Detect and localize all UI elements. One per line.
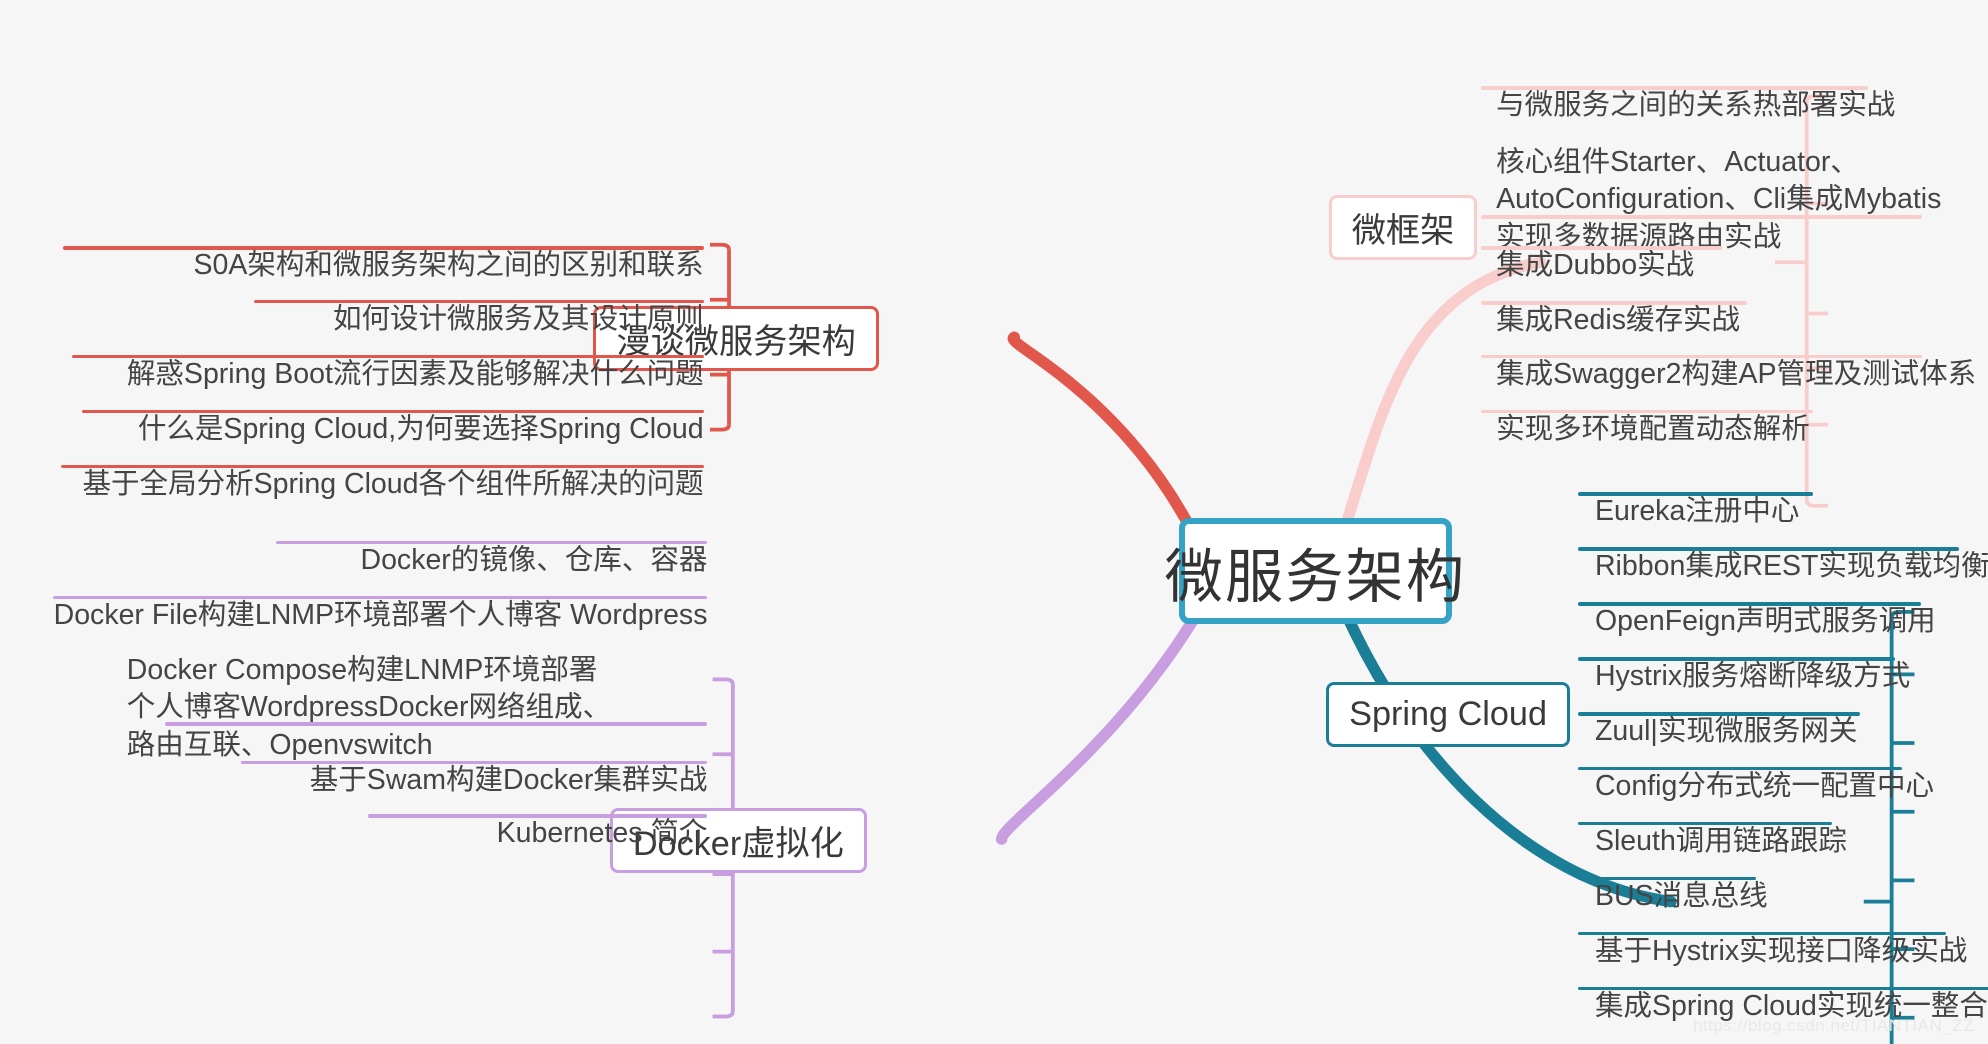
leaf-text: Docker Compose构建LNMP环境部署 个人博客WordpressDo… [126, 653, 612, 761]
leaf-text: Kubernetes 简介 [496, 817, 708, 850]
leaf-text: 与微服务之间的关系热部署实战 [1496, 89, 1896, 122]
leaf-underline [1578, 601, 1921, 606]
leaf-text: Eureka注册中心 [1594, 495, 1800, 528]
leaf-text: Docker的镜像、仓库、容器 [360, 543, 708, 576]
leaf-label[interactable]: S0A架构和微服务架构之间的区别和联系 [51, 210, 704, 288]
leaf-underline [1578, 492, 1814, 496]
leaf-underline [253, 299, 704, 304]
leaf-underline [1578, 821, 1833, 826]
branch-node-weikuangjia[interactable]: 微框架 [1328, 194, 1478, 260]
branch-label: Docker虚拟化 [632, 825, 844, 864]
leaf-underline [1578, 931, 1947, 936]
leaf-label[interactable]: 基于Swam构建Docker集群实战 [51, 724, 708, 802]
leaf-text: 集成Swagger2构建AP管理及测试体系 [1496, 357, 1977, 390]
root-node-label: 微服务架构 [1164, 544, 1467, 610]
leaf-underline [276, 540, 708, 545]
leaf-label[interactable]: Config分布式统一配置中心 [1595, 731, 1988, 809]
leaf-text: 集成Dubbo实战 [1496, 249, 1695, 282]
leaf-label[interactable]: OpenFeign声明式服务调用 [1595, 566, 1988, 644]
leaf-text: 实现多环境配置动态解析 [1496, 412, 1810, 445]
leaf-underline [60, 464, 704, 469]
leaf-underline [1578, 546, 1959, 551]
leaf-label[interactable]: 集成Swagger2构建AP管理及测试体系 [1496, 318, 1988, 396]
leaf-text: 基于全局分析Spring Cloud各个组件所解决的问题 [82, 467, 704, 500]
leaf-underline [1480, 354, 1923, 359]
branch-label: 微框架 [1351, 212, 1455, 251]
leaf-text: Ribbon集成REST实现负载均衡 [1594, 550, 1988, 583]
leaf-underline [1578, 711, 1860, 716]
leaf-text: Docker File构建LNMP环境部署个人博客 Wordpress [53, 598, 708, 631]
leaf-label[interactable]: Docker Compose构建LNMP环境部署 个人博客WordpressDo… [127, 614, 708, 767]
leaf-underline [1480, 246, 1722, 250]
root-node[interactable]: 微服务架构 [1165, 518, 1464, 625]
leaf-text: S0A架构和微服务架构之间的区别和联系 [193, 249, 704, 282]
leaf-underline [53, 595, 708, 600]
leaf-underline [1578, 766, 1902, 771]
leaf-underline [1578, 656, 1896, 661]
leaf-text: Hystrix服务熔断降级方式 [1594, 660, 1911, 693]
leaf-underline [1480, 214, 1923, 219]
leaf-underline [72, 354, 704, 359]
leaf-label[interactable]: 解惑Spring Boot流行因素及能够解决什么问题 [51, 318, 704, 396]
leaf-text: 集成Spring Cloud实现统一整合方案 [1594, 989, 1988, 1022]
leaf-text: 基于Hystrix实现接口降级实战 [1594, 934, 1968, 967]
leaf-text: OpenFeign声明式服务调用 [1594, 605, 1936, 638]
leaf-text: 集成Redis缓存实战 [1496, 304, 1741, 337]
leaf-text: Zuul|实现微服务网关 [1594, 715, 1858, 748]
branch-node-springcloud[interactable]: Spring Cloud [1326, 681, 1570, 747]
leaf-text: 解惑Spring Boot流行因素及能够解决什么问题 [126, 357, 704, 390]
branch-label: Spring Cloud [1349, 694, 1547, 733]
leaf-underline [1480, 300, 1748, 305]
leaf-label[interactable]: Eureka注册中心 [1595, 456, 1988, 534]
leaf-underline [1480, 409, 1814, 414]
leaf-label[interactable]: 集成Redis缓存实战 [1496, 265, 1988, 343]
leaf-label[interactable]: Zuul|实现微服务网关 [1595, 676, 1988, 754]
leaf-text: Config分布式统一配置中心 [1594, 770, 1935, 803]
leaf-label[interactable]: Docker的镜像、仓库、容器 [51, 505, 708, 583]
leaf-label[interactable]: 基于全局分析Spring Cloud各个组件所解决的问题 [41, 428, 704, 506]
leaf-label[interactable]: 集成Dubbo实战 [1496, 210, 1988, 288]
leaf-label[interactable]: BUS消息总线 [1595, 840, 1988, 918]
leaf-label[interactable]: 实现多环境配置动态解析 [1496, 373, 1988, 451]
leaf-underline [164, 721, 708, 726]
leaf-text: BUS消息总线 [1594, 879, 1768, 912]
leaf-label[interactable]: Docker File构建LNMP环境部署个人博客 Wordpress [38, 559, 708, 637]
leaf-label[interactable]: Sleuth调用链路跟踪 [1595, 785, 1988, 863]
branch-node-docker[interactable]: Docker虚拟化 [609, 807, 867, 873]
leaf-label[interactable]: 集成Spring Cloud实现统一整合方案 [1595, 950, 1988, 1028]
leaf-text: 如何设计微服务及其设计原则 [332, 302, 704, 335]
leaf-label[interactable]: 基于Hystrix实现接口降级实战 [1595, 895, 1988, 973]
leaf-underline [82, 409, 704, 414]
leaf-underline [1578, 876, 1756, 881]
leaf-text: Sleuth调用链路跟踪 [1594, 824, 1847, 857]
leaf-underline [367, 814, 708, 818]
branch-node-manttan[interactable]: 漫谈微服务架构 [593, 305, 879, 371]
leaf-label[interactable]: Ribbon集成REST实现负载均衡 [1595, 511, 1988, 589]
watermark: https://blog.csdn.net/TIANTIAN_ZZ [1692, 1016, 1974, 1035]
leaf-label[interactable]: 如何设计微服务及其设计原则 [51, 263, 704, 341]
leaf-label[interactable]: 与微服务之间的关系热部署实战 [1496, 50, 1988, 128]
leaf-underline [240, 760, 708, 765]
leaf-underline [63, 246, 704, 250]
leaf-label[interactable]: Kubernetes 简介 [51, 778, 708, 856]
leaf-label[interactable]: 什么是Spring Cloud,为何要选择Spring Cloud [51, 373, 704, 451]
leaf-underline [1480, 86, 1868, 90]
leaf-text: 基于Swam构建Docker集群实战 [309, 763, 708, 796]
leaf-text: 什么是Spring Cloud,为何要选择Spring Cloud [137, 412, 704, 445]
leaf-underline [1578, 986, 1988, 991]
leaf-label[interactable]: Hystrix服务熔断降级方式 [1595, 621, 1988, 699]
